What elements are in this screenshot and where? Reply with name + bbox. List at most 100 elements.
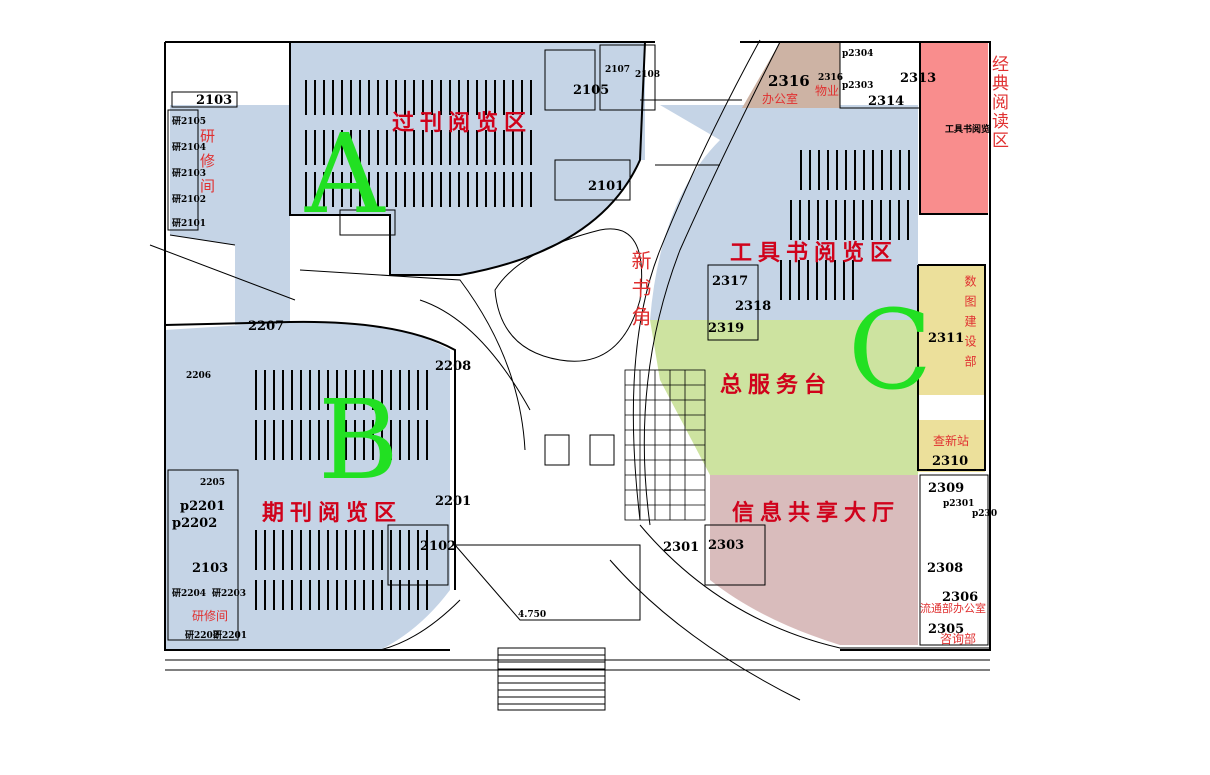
novelty-search-fill: [918, 420, 985, 472]
label-circulation-office: 流通部办公室: [920, 601, 986, 615]
room-y2102: 研2102: [172, 194, 206, 205]
shelf: [399, 370, 401, 410]
room-p2202: p2202: [172, 516, 217, 531]
shelf: [390, 530, 392, 570]
room-y2105: 研2105: [172, 116, 206, 127]
shelf: [800, 150, 802, 190]
shelf: [318, 530, 320, 570]
shelf: [503, 172, 505, 207]
shelf: [363, 530, 365, 570]
room-y2104: 研2104: [172, 142, 206, 153]
room-2208: 2208: [435, 359, 471, 374]
shelf: [345, 530, 347, 570]
label-novelty-search: 查新站: [933, 433, 969, 448]
shelf: [789, 260, 791, 300]
room-y2204: 研2204: [172, 588, 206, 599]
shelf: [907, 200, 909, 240]
zone-a-letter: A: [304, 110, 386, 238]
shelf: [314, 172, 316, 207]
shelf: [368, 130, 370, 165]
shelf: [809, 150, 811, 190]
shelf: [350, 130, 352, 165]
service-desk-fill: [650, 320, 918, 475]
shelf: [336, 530, 338, 570]
room-2305: 2305: [928, 622, 964, 637]
shelf: [817, 200, 819, 240]
room-p2201: p2201: [180, 499, 225, 514]
label-office: 办公室: [762, 91, 798, 106]
shelf: [530, 130, 532, 165]
shelf: [354, 370, 356, 410]
shelf: [521, 130, 523, 165]
shelf: [898, 200, 900, 240]
label-service-desk: 总服务台: [720, 372, 832, 398]
room-2108: 2108: [635, 70, 660, 80]
shelf: [336, 580, 338, 610]
shelf: [341, 80, 343, 115]
room-2319: 2319: [708, 321, 744, 336]
shelf: [431, 80, 433, 115]
label-study-rooms-top: 研修间: [198, 128, 216, 203]
room-2205: 2205: [200, 478, 225, 488]
shelf: [503, 80, 505, 115]
zone-c-fill: [650, 105, 918, 370]
shelf: [395, 80, 397, 115]
shelf: [426, 370, 428, 410]
label-info-hall: 信息共享大厅: [732, 500, 900, 526]
room-2314: 2314: [868, 94, 904, 109]
room-y2103: 研2103: [172, 168, 206, 179]
shelf: [309, 420, 311, 460]
shelf: [323, 130, 325, 165]
property-fill: [812, 42, 840, 108]
shelf: [255, 370, 257, 410]
shelf: [422, 172, 424, 207]
label-study-rooms-bottom: 研修间: [192, 608, 228, 623]
label-classic-reading: 经典阅读区: [988, 55, 1009, 150]
shelf: [282, 370, 284, 410]
shelf: [381, 370, 383, 410]
shelf: [881, 150, 883, 190]
shelf: [871, 200, 873, 240]
shelf: [350, 172, 352, 207]
zone-b-letter: B: [318, 376, 399, 504]
shelf: [408, 370, 410, 410]
shelf: [318, 580, 320, 610]
shelf: [431, 130, 433, 165]
shelf: [327, 420, 329, 460]
room-2313: 2313: [900, 71, 936, 86]
room-2316b: 2316: [818, 73, 843, 83]
shelf: [345, 370, 347, 410]
shelf: [780, 260, 782, 300]
shelf: [332, 172, 334, 207]
shelf: [359, 130, 361, 165]
shelf: [386, 130, 388, 165]
shelf: [323, 172, 325, 207]
shelf: [332, 130, 334, 165]
shelf: [273, 370, 275, 410]
room-2301: 2301: [663, 540, 699, 555]
shelf: [889, 200, 891, 240]
shelf: [426, 420, 428, 460]
shelf: [417, 370, 419, 410]
shelf: [291, 370, 293, 410]
shelf: [386, 172, 388, 207]
label-new-books: 新书角: [628, 250, 652, 334]
shelf: [395, 130, 397, 165]
shelf: [372, 580, 374, 610]
shelf: [503, 130, 505, 165]
room-p2304: p2304: [842, 49, 873, 59]
shelf: [844, 200, 846, 240]
shelf: [854, 150, 856, 190]
shelf: [282, 580, 284, 610]
shelf: [390, 370, 392, 410]
shelf: [530, 172, 532, 207]
shelf: [494, 80, 496, 115]
room-2201: 2201: [435, 494, 471, 509]
room-p2303: p2303: [842, 81, 873, 91]
shelf: [512, 80, 514, 115]
shelf: [255, 580, 257, 610]
room-2318: 2318: [735, 299, 771, 314]
shelf: [309, 580, 311, 610]
shelf: [377, 80, 379, 115]
shelf: [826, 200, 828, 240]
